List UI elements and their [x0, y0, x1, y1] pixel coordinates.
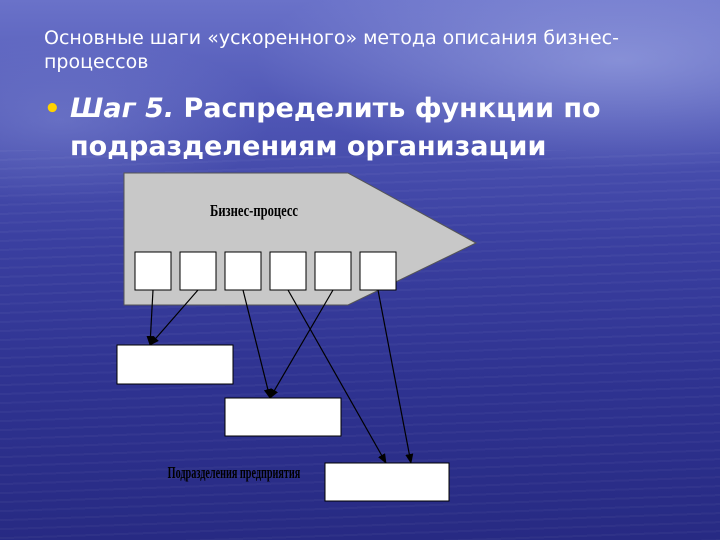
unit-boxes [116, 344, 450, 502]
bullet-icon: • [44, 94, 61, 124]
units-label: Подразделения предприятия [168, 465, 301, 483]
function-box [224, 251, 262, 291]
function-box [269, 251, 307, 291]
slide-subtitle: Основные шаги «ускоренного» метода описа… [44, 27, 619, 73]
mapping-arrow [149, 289, 199, 346]
department-box [324, 462, 450, 502]
slide-heading: • Шаг 5. Распределить функции по подразде… [44, 90, 704, 165]
mapping-arrow [242, 289, 272, 399]
function-box [314, 251, 352, 291]
department-box [224, 397, 342, 437]
function-box [359, 251, 397, 291]
function-box [134, 251, 172, 291]
step-label: Шаг 5. [70, 93, 175, 124]
heading-line-1: Распределить функции по [183, 93, 601, 124]
heading-line-2: подразделениям организации [70, 131, 547, 162]
process-label: Бизнес-процесс [210, 202, 298, 220]
function-box [179, 251, 217, 291]
function-boxes [134, 251, 397, 291]
mapping-arrow [287, 289, 387, 464]
department-box [116, 344, 234, 385]
mapping-arrow [269, 289, 334, 399]
mapping-arrows [146, 289, 414, 464]
mapping-arrow [377, 289, 414, 464]
